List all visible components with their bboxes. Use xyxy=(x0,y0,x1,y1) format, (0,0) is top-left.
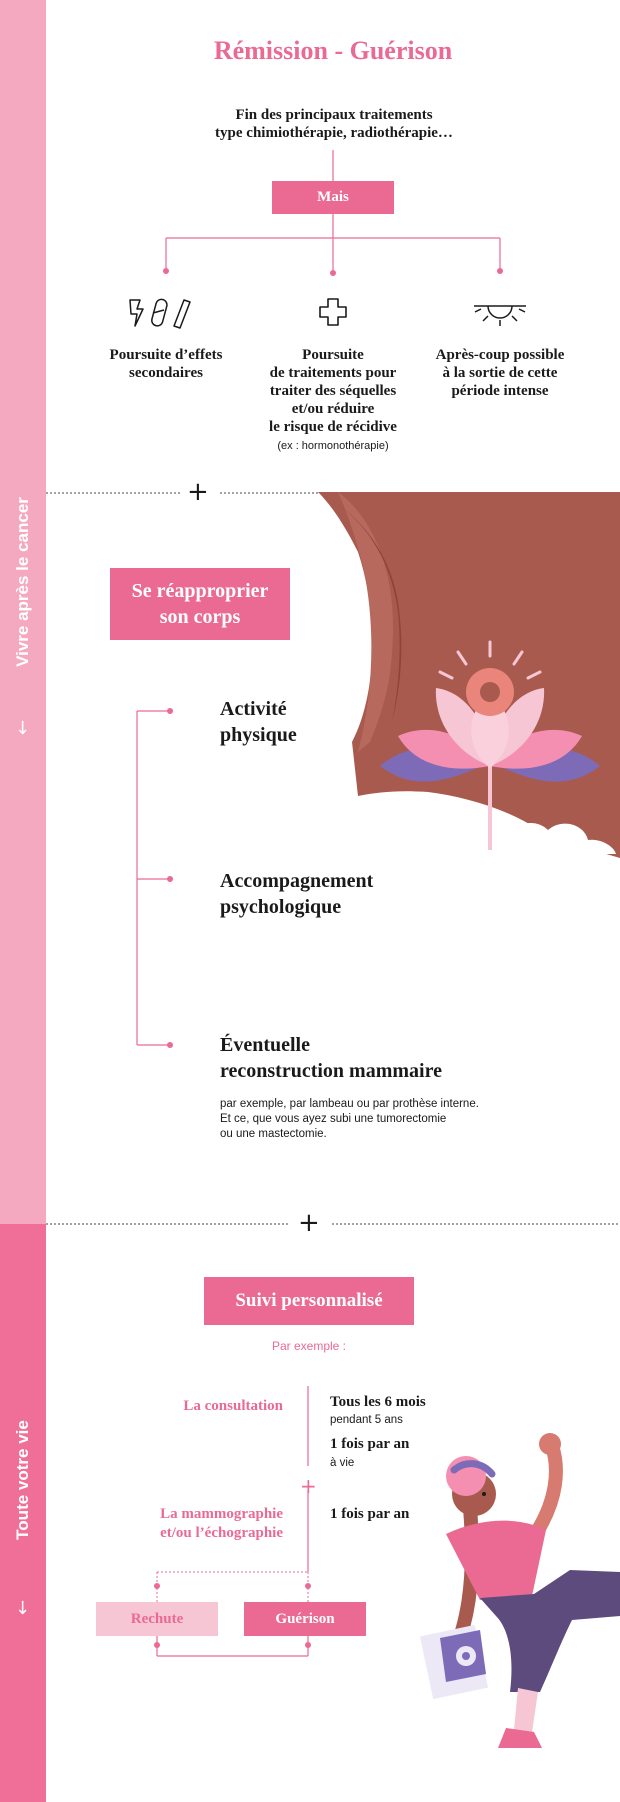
flower-body-illustration xyxy=(318,492,620,858)
subtitle: Fin des principaux traitements type chim… xyxy=(146,106,522,142)
sidebar-label-top: Vivre après le cancer xyxy=(13,497,32,667)
sunrise-icon xyxy=(474,305,526,326)
items-bracket xyxy=(136,708,173,1048)
arrow-down-icon: ↓ xyxy=(15,718,31,739)
mammographie-freq: 1 fois par an xyxy=(330,1506,410,1522)
item-accompagnement: Accompagnement psychologique xyxy=(220,868,373,920)
tree-connectors xyxy=(163,150,503,276)
note-line: par exemple, par lambeau ou par prothèse… xyxy=(220,1098,479,1110)
suivi-box: Suivi personnalisé xyxy=(204,1277,414,1325)
plus-icon: + xyxy=(300,1474,317,1498)
consultation-freq1-sub: pendant 5 ans xyxy=(330,1414,403,1426)
branch-2-text: Poursuite de traitements pour traiter de… xyxy=(253,346,413,454)
mammo-line: La mammographie xyxy=(160,1506,283,1522)
mais-box: Mais xyxy=(272,181,394,214)
branch-line: et/ou réduire xyxy=(291,401,375,417)
sidebar-band-bottom xyxy=(0,1224,46,1802)
item-reconstruction: Éventuelle reconstruction mammaire xyxy=(220,1032,442,1084)
consultation-freq1: Tous les 6 mois xyxy=(330,1394,426,1410)
item-activite: Activité physique xyxy=(220,696,297,748)
subtitle-line: type chimiothérapie, radiothérapie… xyxy=(215,125,453,141)
branch-line: secondaires xyxy=(129,365,203,381)
consultation-freq2-sub: à vie xyxy=(330,1457,355,1469)
plus-icon: + xyxy=(187,477,209,507)
section-separator xyxy=(46,1223,620,1225)
page-title: Rémission - Guérison xyxy=(213,36,453,65)
branch-line: Poursuite xyxy=(302,347,364,363)
box-line: Se réapproprier xyxy=(131,580,269,602)
example-label: Par exemple : xyxy=(271,1339,347,1353)
arrow-down-icon: ↓ xyxy=(15,1598,31,1619)
branch-line: le risque de récidive xyxy=(269,419,397,435)
item-line: Activité xyxy=(220,698,287,720)
item-line: Accompagnement xyxy=(220,870,374,892)
item-line: physique xyxy=(220,724,297,746)
branch-line: traiter des séquelles xyxy=(269,383,397,399)
branch-1-text: Poursuite d’effets secondaires xyxy=(96,346,236,382)
item-line: Éventuelle xyxy=(220,1034,310,1056)
running-woman-illustration xyxy=(419,1433,620,1748)
consultation-label: La consultation xyxy=(183,1398,283,1414)
note-line: Et ce, que vous ayez subi une tumorectom… xyxy=(220,1113,447,1125)
note-line: ou une mastectomie. xyxy=(220,1128,327,1140)
reconstruction-note: par exemple, par lambeau ou par prothèse… xyxy=(220,1097,479,1142)
mammographie-label: La mammographie et/ou l’échographie xyxy=(100,1505,283,1543)
branch-line: Poursuite d’effets xyxy=(109,347,223,363)
medical-cross-icon xyxy=(319,298,347,326)
branch-line: à la sortie de cette xyxy=(442,365,558,381)
box-line: son corps xyxy=(159,606,241,628)
item-line: psychologique xyxy=(220,896,342,918)
consultation-freq2: 1 fois par an xyxy=(330,1436,410,1452)
mammo-line: et/ou l’échographie xyxy=(160,1525,283,1541)
pills-icon xyxy=(129,298,191,329)
section-separator xyxy=(46,492,322,494)
reapproprier-box: Se réapproprier son corps xyxy=(110,568,290,640)
branch-line: de traitements pour xyxy=(269,365,397,381)
subtitle-line: Fin des principaux traitements xyxy=(235,107,433,123)
branch-line: période intense xyxy=(451,383,549,399)
plus-icon: + xyxy=(298,1208,320,1238)
item-line: reconstruction mammaire xyxy=(220,1060,442,1082)
guerison-box: Guérison xyxy=(244,1602,366,1636)
branch-line: Après-coup possible xyxy=(435,347,565,363)
sidebar-band-top xyxy=(0,0,46,1224)
branch-3-text: Après-coup possible à la sortie de cette… xyxy=(420,346,580,400)
rechute-box: Rechute xyxy=(96,1602,218,1636)
suivi-connectors xyxy=(154,1386,311,1657)
branch-note: (ex : hormonothérapie) xyxy=(277,440,389,452)
